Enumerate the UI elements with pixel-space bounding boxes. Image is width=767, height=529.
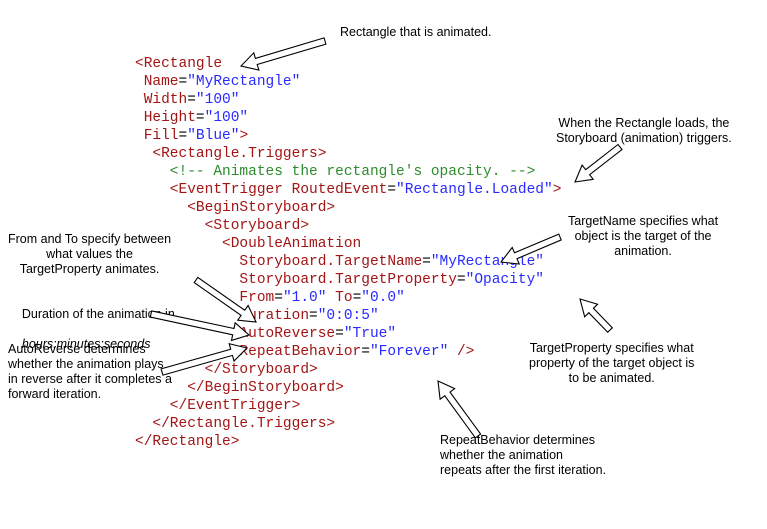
code-token: =	[387, 182, 397, 198]
note-duration: Duration of the animation in hours:minut…	[8, 292, 175, 367]
code-token: "Rectangle.Loaded"	[396, 182, 553, 198]
code-token: </Rectangle.Triggers>	[135, 416, 336, 432]
note-from-to: From and To specify between what values …	[8, 232, 172, 276]
code-line: <Storyboard>	[135, 217, 561, 235]
code-token: >	[552, 182, 562, 198]
note-rectangle-loads: When the Rectangle loads, the Storyboard…	[556, 116, 732, 145]
code-token: =	[178, 74, 188, 90]
code-token: =	[456, 272, 466, 288]
code-line: <!-- Animates the rectangle's opacity. -…	[135, 163, 561, 181]
code-token: AutoReverse	[239, 326, 336, 342]
code-token: =	[195, 110, 205, 126]
code-token: <BeginStoryboard>	[135, 200, 336, 216]
code-token: Duration	[135, 308, 310, 324]
code-token: <!-- Animates the rectangle's opacity. -…	[135, 164, 536, 180]
code-line: <BeginStoryboard>	[135, 199, 561, 217]
code-token: "0.0"	[361, 290, 405, 306]
xaml-code-listing: <Rectangle Name="MyRectangle" Width="100…	[135, 55, 561, 451]
arrow-duration	[149, 310, 251, 342]
code-token: =	[422, 254, 431, 270]
code-token: =	[352, 290, 362, 306]
code-token: </Rectangle>	[135, 434, 240, 450]
arrow-targetname	[499, 233, 562, 265]
code-token: />	[448, 344, 475, 360]
code-line: </Rectangle>	[135, 433, 561, 451]
code-token: </EventTrigger>	[135, 398, 301, 414]
note-targetname: TargetName specifies what object is the …	[568, 214, 719, 258]
code-line: <Rectangle	[135, 55, 561, 73]
code-token: "1.0"	[282, 290, 327, 306]
code-token: "Opacity"	[465, 272, 544, 288]
code-token: =	[361, 344, 370, 360]
arrow-repeatbehavior	[437, 380, 482, 439]
arrow-rectangle-animated	[239, 37, 327, 71]
code-line: <DoubleAnimation	[135, 235, 561, 253]
arrow-targetproperty	[579, 298, 614, 333]
code-line: Name="MyRectangle"	[135, 73, 561, 91]
code-line: <Rectangle.Triggers>	[135, 145, 561, 163]
code-token: Name	[135, 74, 179, 90]
code-line: From="1.0" To="0.0"	[135, 289, 561, 307]
code-token: Fill	[135, 128, 179, 144]
code-token: <DoubleAnimation	[135, 236, 362, 252]
code-token: <Storyboard>	[135, 218, 310, 234]
code-token: "100"	[204, 110, 249, 126]
code-line: <EventTrigger RoutedEvent="Rectangle.Loa…	[135, 181, 562, 199]
note-autoreverse: AutoReverse determines whether the anima…	[8, 342, 172, 401]
code-token: Height	[135, 110, 196, 126]
code-token: <EventTrigger RoutedEvent	[135, 182, 388, 198]
code-token: Storyboard.TargetProperty	[135, 272, 457, 288]
code-token: Storyboard.TargetName	[135, 254, 423, 270]
arrow-autoreverse	[160, 342, 249, 376]
code-token: =	[274, 290, 283, 306]
code-token: </BeginStoryboard>	[135, 380, 344, 396]
code-token: "Forever"	[369, 344, 449, 360]
code-token: =	[335, 326, 344, 342]
code-token: To	[326, 290, 353, 306]
note-repeatbehavior: RepeatBehavior determines whether the an…	[440, 433, 607, 477]
code-token: "MyRectangle"	[187, 74, 301, 90]
code-token: <Rectangle	[135, 56, 223, 72]
code-token: >	[239, 128, 249, 144]
code-line: Storyboard.TargetProperty="Opacity"	[135, 271, 561, 289]
arrow-rectangle-loads	[574, 143, 623, 183]
code-line: Duration="0:0:5"	[135, 307, 561, 325]
arrow-from-to	[193, 276, 257, 323]
code-token: "True"	[343, 326, 397, 342]
code-line: Height="100"	[135, 109, 561, 127]
code-token: "0:0:5"	[317, 308, 379, 324]
code-line: Width="100"	[135, 91, 561, 109]
note-duration-line1: Duration of the animation in	[21, 307, 175, 321]
code-token: <Rectangle.Triggers>	[135, 146, 327, 162]
code-token: "Blue"	[187, 128, 240, 144]
code-token: "100"	[195, 92, 240, 108]
note-duration-line2: hours:minutes:seconds	[21, 337, 151, 351]
code-token: =	[187, 92, 196, 108]
code-token: RepeatBehavior	[135, 344, 362, 360]
code-token: =	[178, 128, 188, 144]
note-targetproperty: TargetProperty specifies what property o…	[529, 341, 695, 385]
code-line: AutoReverse="True"	[135, 325, 561, 343]
code-token: =	[309, 308, 318, 324]
code-line: Fill="Blue">	[135, 127, 561, 145]
code-line: </BeginStoryboard>	[135, 379, 561, 397]
code-line: </Storyboard>	[135, 361, 561, 379]
code-token: Width	[135, 92, 188, 108]
code-token: </Storyboard>	[135, 362, 318, 378]
note-rectangle-animated: Rectangle that is animated.	[340, 25, 492, 39]
code-line: </Rectangle.Triggers>	[135, 415, 561, 433]
code-line: RepeatBehavior="Forever" />	[135, 343, 561, 361]
code-line: </EventTrigger>	[135, 397, 561, 415]
code-token: From	[135, 290, 275, 306]
